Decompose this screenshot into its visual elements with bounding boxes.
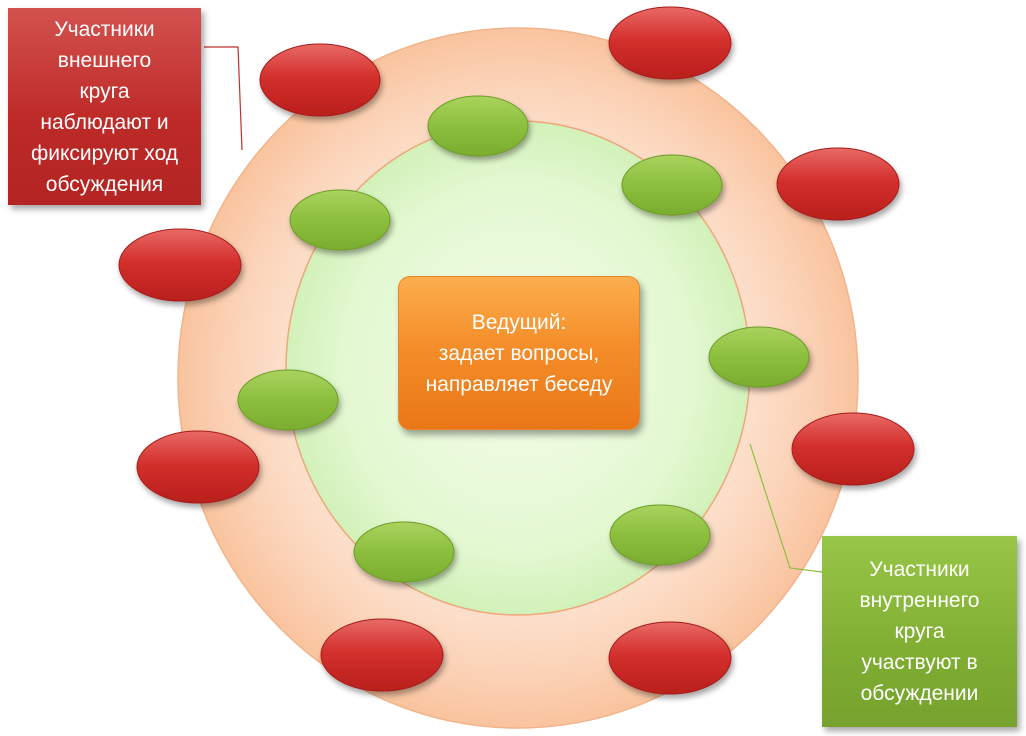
inner-participant <box>353 521 455 583</box>
outer-callout-connector <box>204 46 243 151</box>
inner-participant <box>289 189 391 251</box>
outer-participant <box>791 412 915 486</box>
inner-participant <box>427 95 529 157</box>
outer-callout-text: Участники внешнего круга наблюдают и фик… <box>30 17 179 196</box>
outer-participants <box>118 6 915 695</box>
outer-participant <box>608 621 732 695</box>
outer-participant <box>320 618 444 692</box>
inner-participant <box>237 369 339 431</box>
inner-participant <box>708 326 810 388</box>
inner-callout-connector <box>749 443 823 573</box>
outer-participant <box>259 43 381 117</box>
inner-callout-text: Участники внутреннего круга участвуют в … <box>859 558 980 705</box>
inner-participants-callout: Участники внутреннего круга участвуют в … <box>822 536 1017 727</box>
outer-participant <box>136 430 260 504</box>
inner-participant <box>609 504 711 566</box>
moderator-text: Ведущий: задает вопросы, направляет бесе… <box>425 310 613 396</box>
outer-participants-callout: Участники внешнего круга наблюдают и фик… <box>8 8 201 205</box>
outer-participant <box>776 147 900 221</box>
outer-participant <box>608 6 732 80</box>
outer-participant <box>118 228 242 302</box>
inner-participant <box>621 154 723 216</box>
moderator-box: Ведущий: задает вопросы, направляет бесе… <box>398 276 640 430</box>
inner-participants <box>237 95 810 583</box>
